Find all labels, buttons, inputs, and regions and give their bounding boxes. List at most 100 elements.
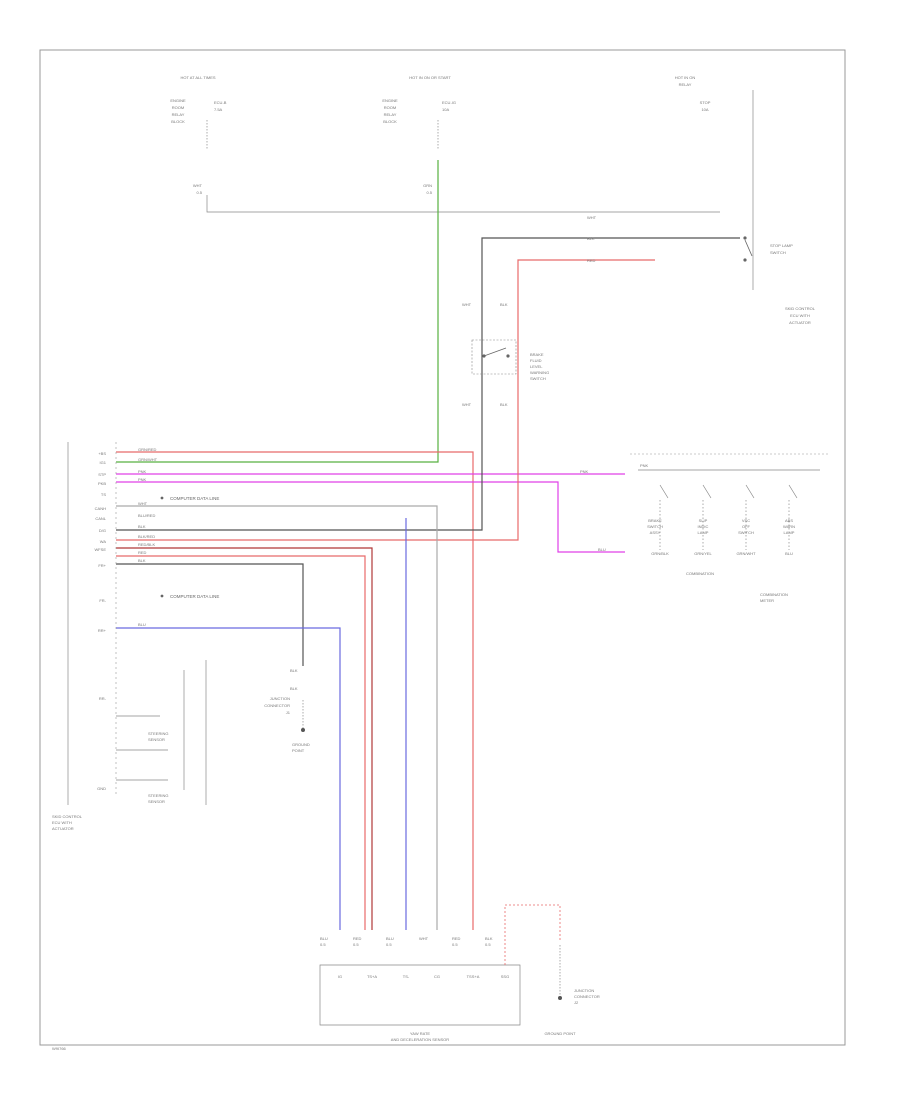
ecu-tag-8: BLK/RED [138,534,155,539]
pin-wa: WA [100,539,107,544]
sw-4-wire: BLU [785,551,793,556]
ecu-tag-2: GRN/WHT [138,457,158,462]
j2-label-3: J2 [574,1000,579,1005]
ref-data-line-1: COMPUTER DATA LINE [170,496,219,501]
fuse-2-label-1: ENGINE [382,98,398,103]
combo-meter-label-1: COMBINATION [686,571,714,576]
pin-bs: +BS [98,451,106,456]
ecu-tag-7: BLK [138,524,146,529]
ecu-tag-12: BLU [138,622,146,627]
bw-5s: 0.5 [452,942,458,947]
ref-dot-1 [160,496,164,500]
sw-3-wire: GRN/WHT [736,551,756,556]
bf-wire-tag-1: WHT [462,302,472,307]
red-wire-brake [116,259,655,541]
sw-4-label-1: ABS [785,518,793,523]
green-wire [116,160,439,463]
j1-label-3: J1 [286,710,291,715]
combination-meter-switches [638,469,820,550]
red-wire-1 [116,451,474,930]
black-wire-stop [116,237,740,531]
j1-label-2: CONNECTOR [264,703,290,708]
fuse-1-label-1: ENGINE [170,98,186,103]
fuse-1-wire-run [206,195,720,213]
fuse-3-label-1: RELAY [679,82,692,87]
j1-label-1: JUNCTION [270,696,290,701]
pin-pkb: PKB [98,481,106,486]
bw-5: RED [452,936,461,941]
yaw-sensor-box [319,964,521,1026]
pin-ig1: IG1 [100,460,107,465]
sw-4-label-3: LAMP [784,530,795,535]
sw-3-label-2: OFF [742,524,751,529]
ref-dot-2 [160,594,164,598]
bp-5: TSS+A [467,974,480,979]
ecu-tag-9: RED/BLK [138,542,155,547]
brake-fluid-label-4: WARNING [530,370,549,375]
sw-4-label-2: WARN [783,524,795,529]
pin-stp: STP [98,472,106,477]
bw-1s: 0.5 [320,942,326,947]
fuse-1-name: ECU-B [214,100,227,105]
fuse-1-wire: WHT [193,183,203,188]
yaw-label-1: YAW RATE [410,1031,430,1036]
tag-blk: BLK [587,236,595,241]
sw-2-label-2: INDIC [698,524,709,529]
blue-wire-1 [116,627,341,930]
fuse-3-rating: HOT IN ON [675,75,696,80]
fuse-3-name: STOP [700,100,711,105]
bw-2: RED [353,936,362,941]
ecu-tag-6: BLU/RED [138,513,155,518]
fuse-2-label-2: ROOM [384,105,396,110]
ecu-wire-tags: GRN/RED GRN/WHT PNK PNK WHT BLU/RED BLK … [138,447,158,627]
darkred-wire-1 [116,547,373,930]
fuse-block-2: HOT IN ON OR START ENGINE ROOM RELAY BLO… [382,75,456,195]
bw-3s: 0.5 [386,942,392,947]
ecu-label-1: SKID CONTROL [52,814,83,819]
brake-fluid-label-2: FLUID [530,358,542,363]
red-wire-2 [116,555,366,930]
ecu-int-label-2: SENSOR [148,737,165,742]
j1-wire-2: BLK [290,686,298,691]
combo-blu-tag: BLU [598,547,606,552]
j1-ground-1: GROUND [292,742,310,747]
pin-wfse: WFSE [94,547,106,552]
fuse-2-name: ECU-IG [442,100,456,105]
fuse-1-rating: HOT AT ALL TIMES [180,75,215,80]
rear-ecu-label-1: SKID CONTROL [785,306,816,311]
fuse-block-3: HOT IN ON RELAY STOP 10A [675,75,711,112]
ecu-int-label-1: STEERING [148,731,168,736]
pin-fr-minus: FR- [99,598,106,603]
ecu-pin-labels: +BS IG1 STP PKB TS CANH CANL D/G WA WFSE… [94,451,106,791]
brake-fluid-switch [471,339,517,375]
fuse-2-label-4: BLOCK [383,119,397,124]
page-code: W9I766 [52,1046,67,1051]
brake-fluid-label-1: BRAKE [530,352,544,357]
fuse-2-wire-size: 0.5 [426,190,432,195]
pin-ts: TS [101,492,106,497]
stop-lamp-label-1: STOP LAMP [770,243,793,248]
ecu-tag-11: BLK [138,558,146,563]
sw-1-label-3: ASSY [650,530,661,535]
pin-fr-plus: FR+ [98,563,106,568]
junction-connector-1: BLK BLK JUNCTION CONNECTOR J1 GROUND POI… [264,668,310,753]
bw-1: BLU [320,936,328,941]
gray-wire [116,505,438,930]
pin-dg: D/G [99,528,106,533]
ecu-label-2: ECU WITH [52,820,72,825]
pin-canl: CANL [95,516,106,521]
fuse-1-wire-size: 0.5 [196,190,202,195]
fuse-block-1: HOT AT ALL TIMES ENGINE ROOM RELAY BLOCK… [170,75,226,195]
j2-label-4: GROUND POINT [544,1031,576,1036]
bw-4: WHT [419,936,429,941]
ecu-tag-5: WHT [138,501,148,506]
sw-1-label-1: BRAKE [648,518,662,523]
fuse-2-rating: HOT IN ON OR START [409,75,451,80]
ref-data-line-2: COMPUTER DATA LINE [170,594,219,599]
bp-6: SSG [501,974,509,979]
yaw-label-2: AND DECELERATION SENSOR [391,1037,449,1042]
bp-1: IG [338,974,342,979]
sw-1-wire: GRN/BLK [651,551,669,556]
tag-red: RED [587,258,596,263]
